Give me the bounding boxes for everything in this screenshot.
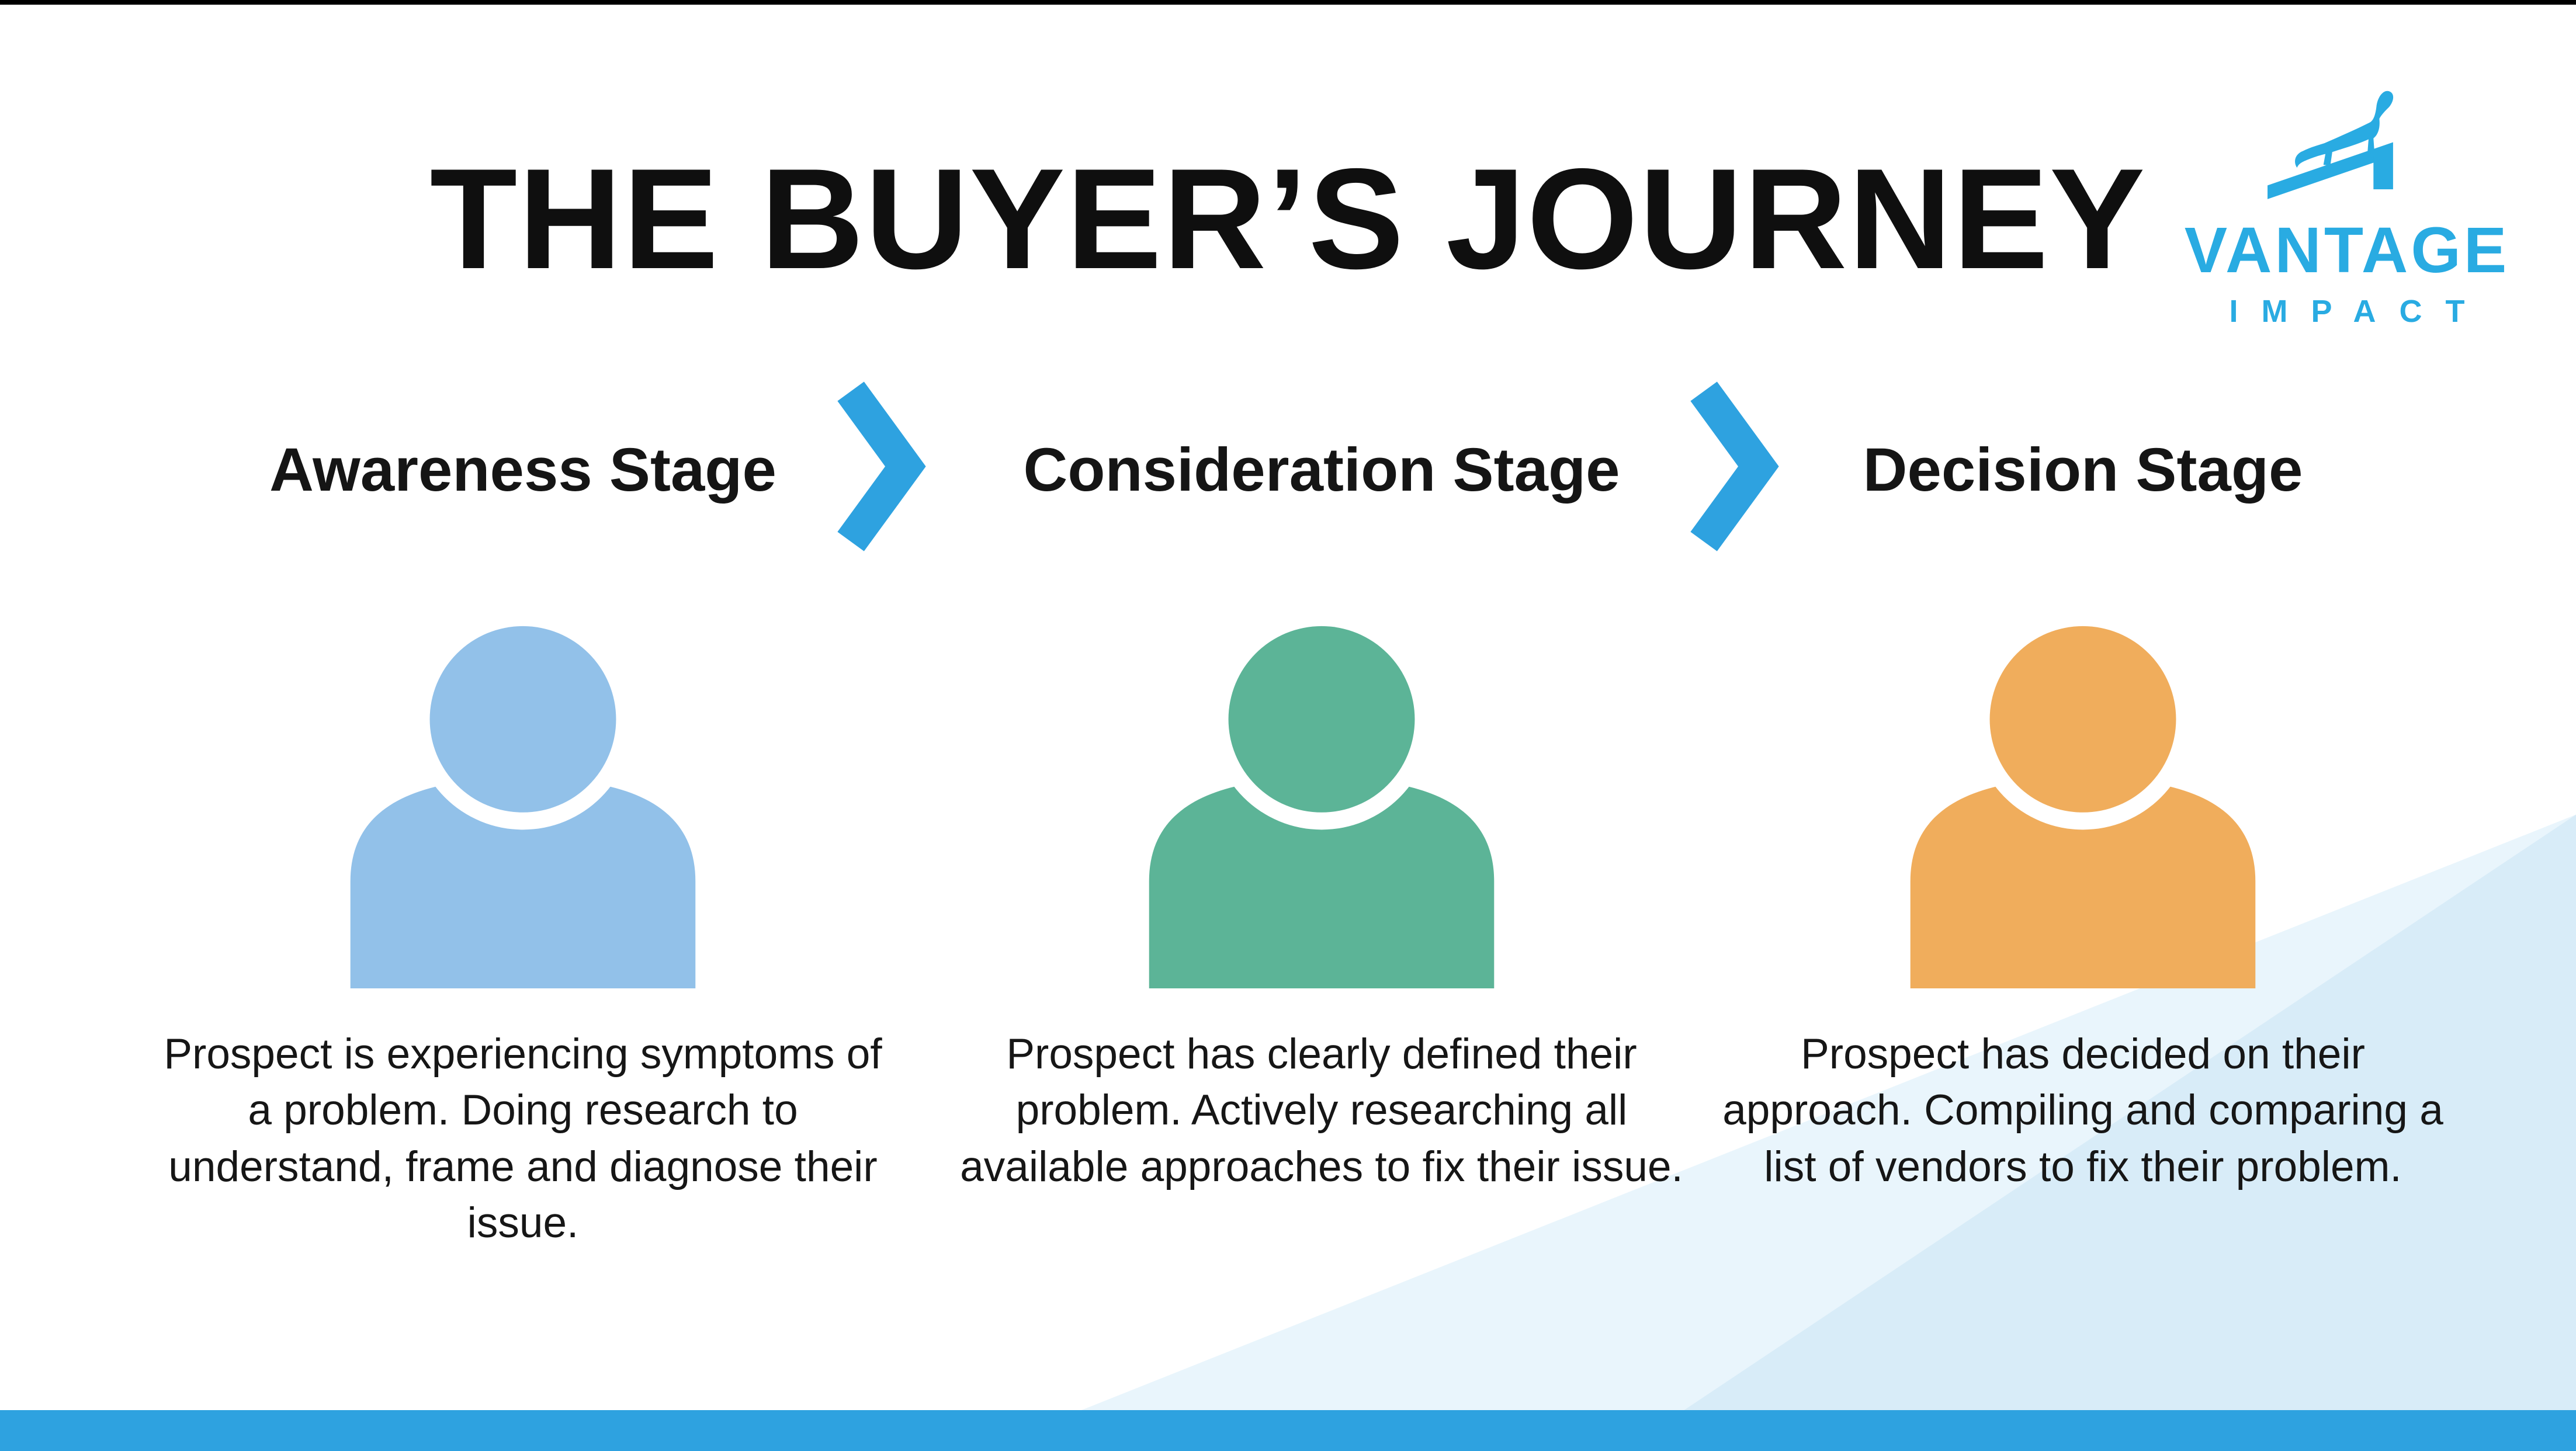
person-head: [1989, 626, 2176, 813]
logo-cheetah-shape: [2295, 91, 2394, 168]
cheetah-icon: [2268, 91, 2394, 199]
logo-block-shape: [2373, 156, 2393, 190]
person-head: [1228, 626, 1415, 813]
stage-label-consideration: Consideration Stage: [1023, 436, 1620, 504]
logo: VANTAGE IMPACT: [2185, 74, 2506, 329]
person-icon: [350, 623, 696, 988]
logo-brand: VANTAGE: [2184, 214, 2510, 286]
stage-label-decision: Decision Stage: [1863, 436, 2303, 504]
person-body: [1910, 777, 2256, 988]
stage-description-awareness: Prospect is experiencing symptoms of a p…: [164, 1030, 882, 1247]
stage-description-consideration: Prospect has clearly defined their probl…: [960, 1030, 1683, 1190]
person-icon: [1149, 623, 1495, 988]
chevron-right-icon: [837, 381, 926, 551]
person-body: [1149, 777, 1495, 988]
bottom-accent-bar: [0, 1410, 2576, 1451]
stage-description-decision: Prospect has decided on their approach. …: [1722, 1030, 2443, 1190]
logo-tagline: IMPACT: [2229, 294, 2488, 329]
stage-label-awareness: Awareness Stage: [269, 436, 776, 504]
person-head: [429, 626, 616, 813]
person-body: [350, 777, 696, 988]
page-title: THE BUYER’S JOURNEY: [429, 138, 2147, 298]
logo-ramp-shape: [2268, 142, 2393, 199]
person-icon: [1910, 623, 2256, 988]
chevron-right-icon: [1690, 381, 1779, 551]
